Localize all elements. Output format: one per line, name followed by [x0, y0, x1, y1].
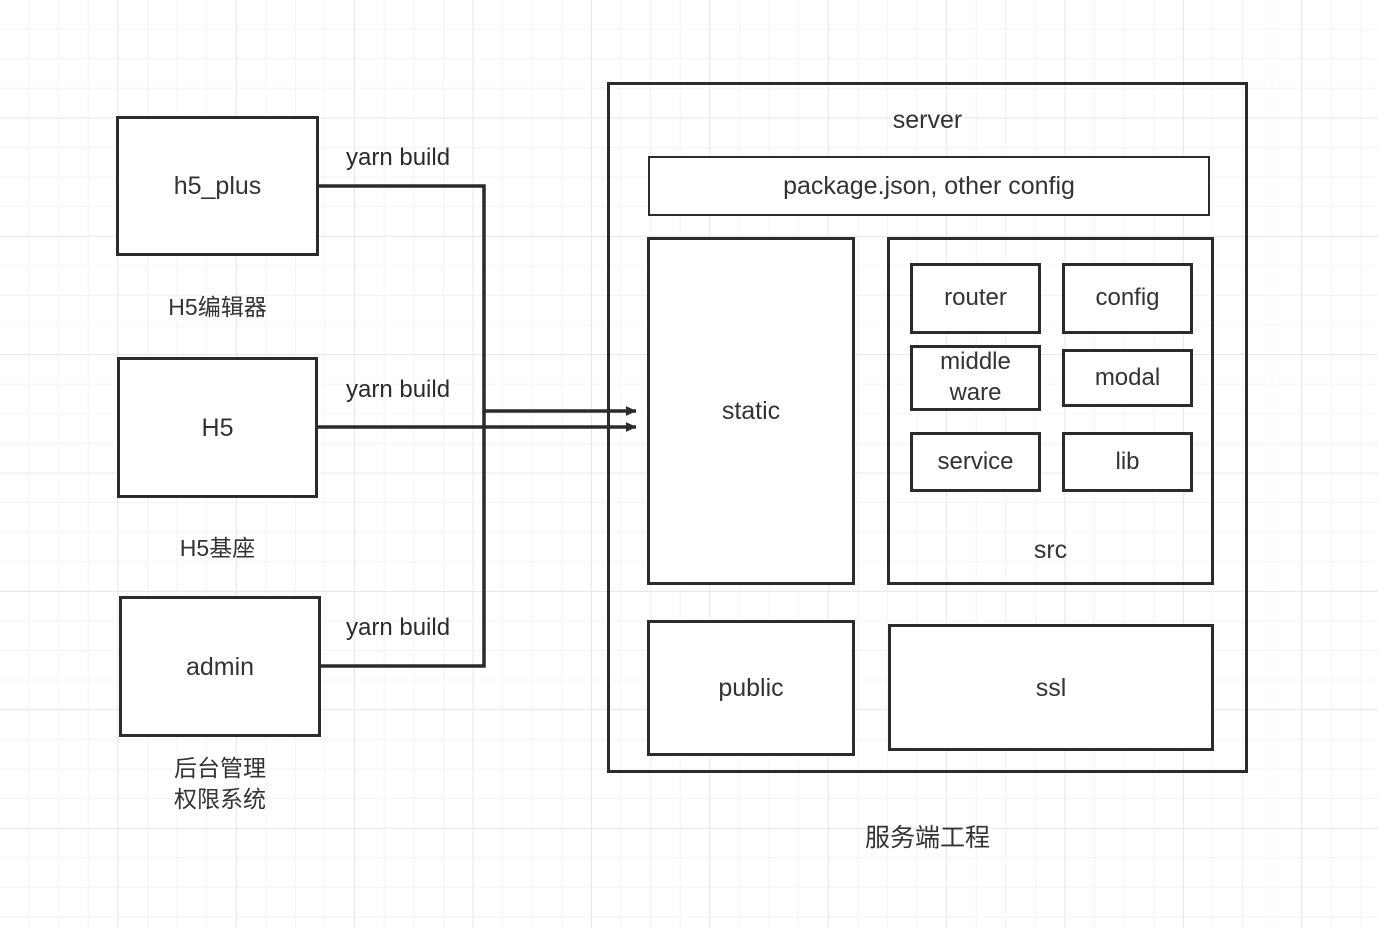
node-public[interactable]: public	[647, 620, 855, 756]
caption-admin: 后台管理 权限系统	[174, 755, 266, 812]
caption-h5-plus: H5编辑器	[168, 294, 267, 320]
node-h5-plus[interactable]: h5_plus	[116, 116, 319, 256]
node-package-json[interactable]: package.json, other config	[648, 156, 1210, 216]
node-ssl[interactable]: ssl	[888, 624, 1214, 751]
node-src-config[interactable]: config	[1062, 263, 1193, 334]
node-src-modal[interactable]: modal	[1062, 349, 1193, 407]
edge-label-admin: yarn build	[346, 614, 451, 641]
edge-label-h5: yarn build	[346, 376, 451, 403]
edge-label-h5-plus: yarn build	[346, 144, 451, 171]
src-container	[887, 237, 1214, 585]
node-static[interactable]: static	[647, 237, 855, 585]
node-src-middleware[interactable]: middle ware	[910, 345, 1041, 411]
node-admin[interactable]: admin	[119, 596, 321, 737]
node-src-service[interactable]: service	[910, 432, 1041, 492]
server-caption: 服务端工程	[864, 824, 990, 852]
node-h5[interactable]: H5	[117, 357, 318, 498]
caption-h5: H5基座	[179, 535, 256, 561]
node-src-router[interactable]: router	[910, 263, 1041, 334]
src-label: src	[1033, 536, 1068, 564]
server-title: server	[892, 106, 963, 134]
node-src-lib[interactable]: lib	[1062, 432, 1193, 492]
server-container	[607, 82, 1248, 773]
